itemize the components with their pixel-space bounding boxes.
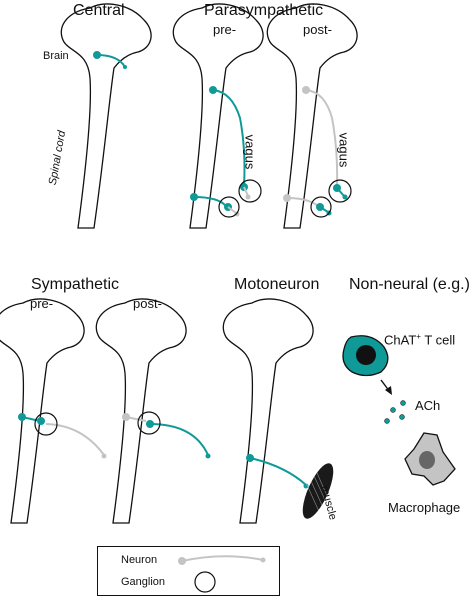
sym-pre-cns-outline: [0, 298, 85, 524]
legend-box: [97, 546, 280, 596]
sym-post-label: post-: [133, 296, 162, 311]
central-neuron-axon: [96, 54, 126, 68]
nonneural-title: Non-neural (e.g.): [349, 276, 470, 293]
motoneuron-cell-body: [246, 454, 254, 462]
secretion-arrowhead: [385, 386, 392, 395]
parasym-post-spinal-axon: [286, 197, 319, 207]
parasym-pre-ganglion-upper: [238, 179, 262, 203]
parasym-post-axon-terminal: [342, 194, 348, 200]
parasym-post-brainstem-neuron: [302, 86, 310, 94]
parasym-post-vagal-axon: [305, 89, 339, 186]
parasym-post-spinal-neuron: [283, 194, 291, 202]
sym-post-postganglionic-axon: [149, 423, 209, 456]
parasym-pre-stub-terminal: [245, 194, 251, 200]
parasym-pre-cns-outline: [172, 3, 264, 229]
parasym-post-label: post-: [303, 22, 332, 37]
sym-pre-ganglion-contact: [37, 417, 45, 425]
ach-molecules: [384, 400, 406, 424]
sympathetic-title: Sympathetic: [31, 276, 120, 293]
vagus-label-pre: vagus: [242, 134, 258, 170]
central-cns-outline: [60, 3, 152, 229]
parasym-pre-ganglion-lower: [218, 196, 240, 218]
motoneuron-axon: [249, 457, 307, 486]
sym-post-ganglion: [137, 411, 161, 435]
motoneuron-cns-outline: [222, 298, 314, 524]
chat-t-cell-label: ChAT+ T cell: [384, 332, 456, 348]
central-neuron-terminal: [123, 65, 127, 69]
parasym-post-ganglion-upper: [328, 179, 352, 203]
parasym-pre-vagal-axon: [212, 89, 246, 186]
ach-label: ACh: [415, 398, 441, 413]
sym-post-spinal-neuron: [122, 413, 130, 421]
chat-t-cell: [342, 335, 389, 377]
sym-pre-postganglionic-axon: [45, 423, 105, 456]
sym-pre-ganglion: [34, 412, 58, 436]
parasym-post-postganglionic-axon: [336, 187, 345, 197]
brain-label: Brain: [43, 50, 69, 62]
t-cell-suffix: T cell: [420, 332, 456, 348]
sym-post-axon-terminal: [205, 453, 211, 459]
central-title: Central: [73, 2, 125, 19]
motoneuron-title: Motoneuron: [234, 276, 320, 293]
legend-ganglion-symbol: [194, 571, 216, 593]
parasym-post-ganglion-lower: [310, 196, 332, 218]
legend-ganglion-label: Ganglion: [121, 576, 166, 588]
vagus-label-post: vagus: [336, 132, 352, 168]
central-neuron-body: [93, 51, 101, 59]
parasym-pre-lower-stub: [227, 206, 237, 214]
parasym-pre-postganglionic-stub: [243, 186, 249, 197]
macrophage-label: Macrophage: [388, 500, 461, 515]
parasym-post-lower-axon: [319, 206, 329, 213]
parasym-pre-brainstem-neuron: [209, 86, 217, 94]
legend-neuron-symbol: [178, 555, 266, 565]
sym-pre-axon-terminal: [101, 453, 107, 459]
legend-neuron-label: Neuron: [121, 554, 158, 566]
parasym-pre-spinal-neuron: [190, 193, 198, 201]
sym-pre-spinal-neuron: [18, 413, 26, 421]
chat-prefix: ChAT: [384, 332, 417, 348]
macrophage-cell: [404, 432, 456, 486]
motoneuron-terminal: [303, 483, 309, 489]
parasym-pre-lower-stub-terminal: [234, 211, 240, 217]
parasympathetic-title: Parasympathetic: [204, 2, 324, 19]
muscle-fiber: [301, 463, 334, 519]
sym-post-cns-outline: [95, 298, 187, 524]
parasym-pre-label: pre-: [213, 22, 237, 37]
sym-pre-label: pre-: [30, 296, 54, 311]
chat-superscript: +: [416, 332, 421, 341]
